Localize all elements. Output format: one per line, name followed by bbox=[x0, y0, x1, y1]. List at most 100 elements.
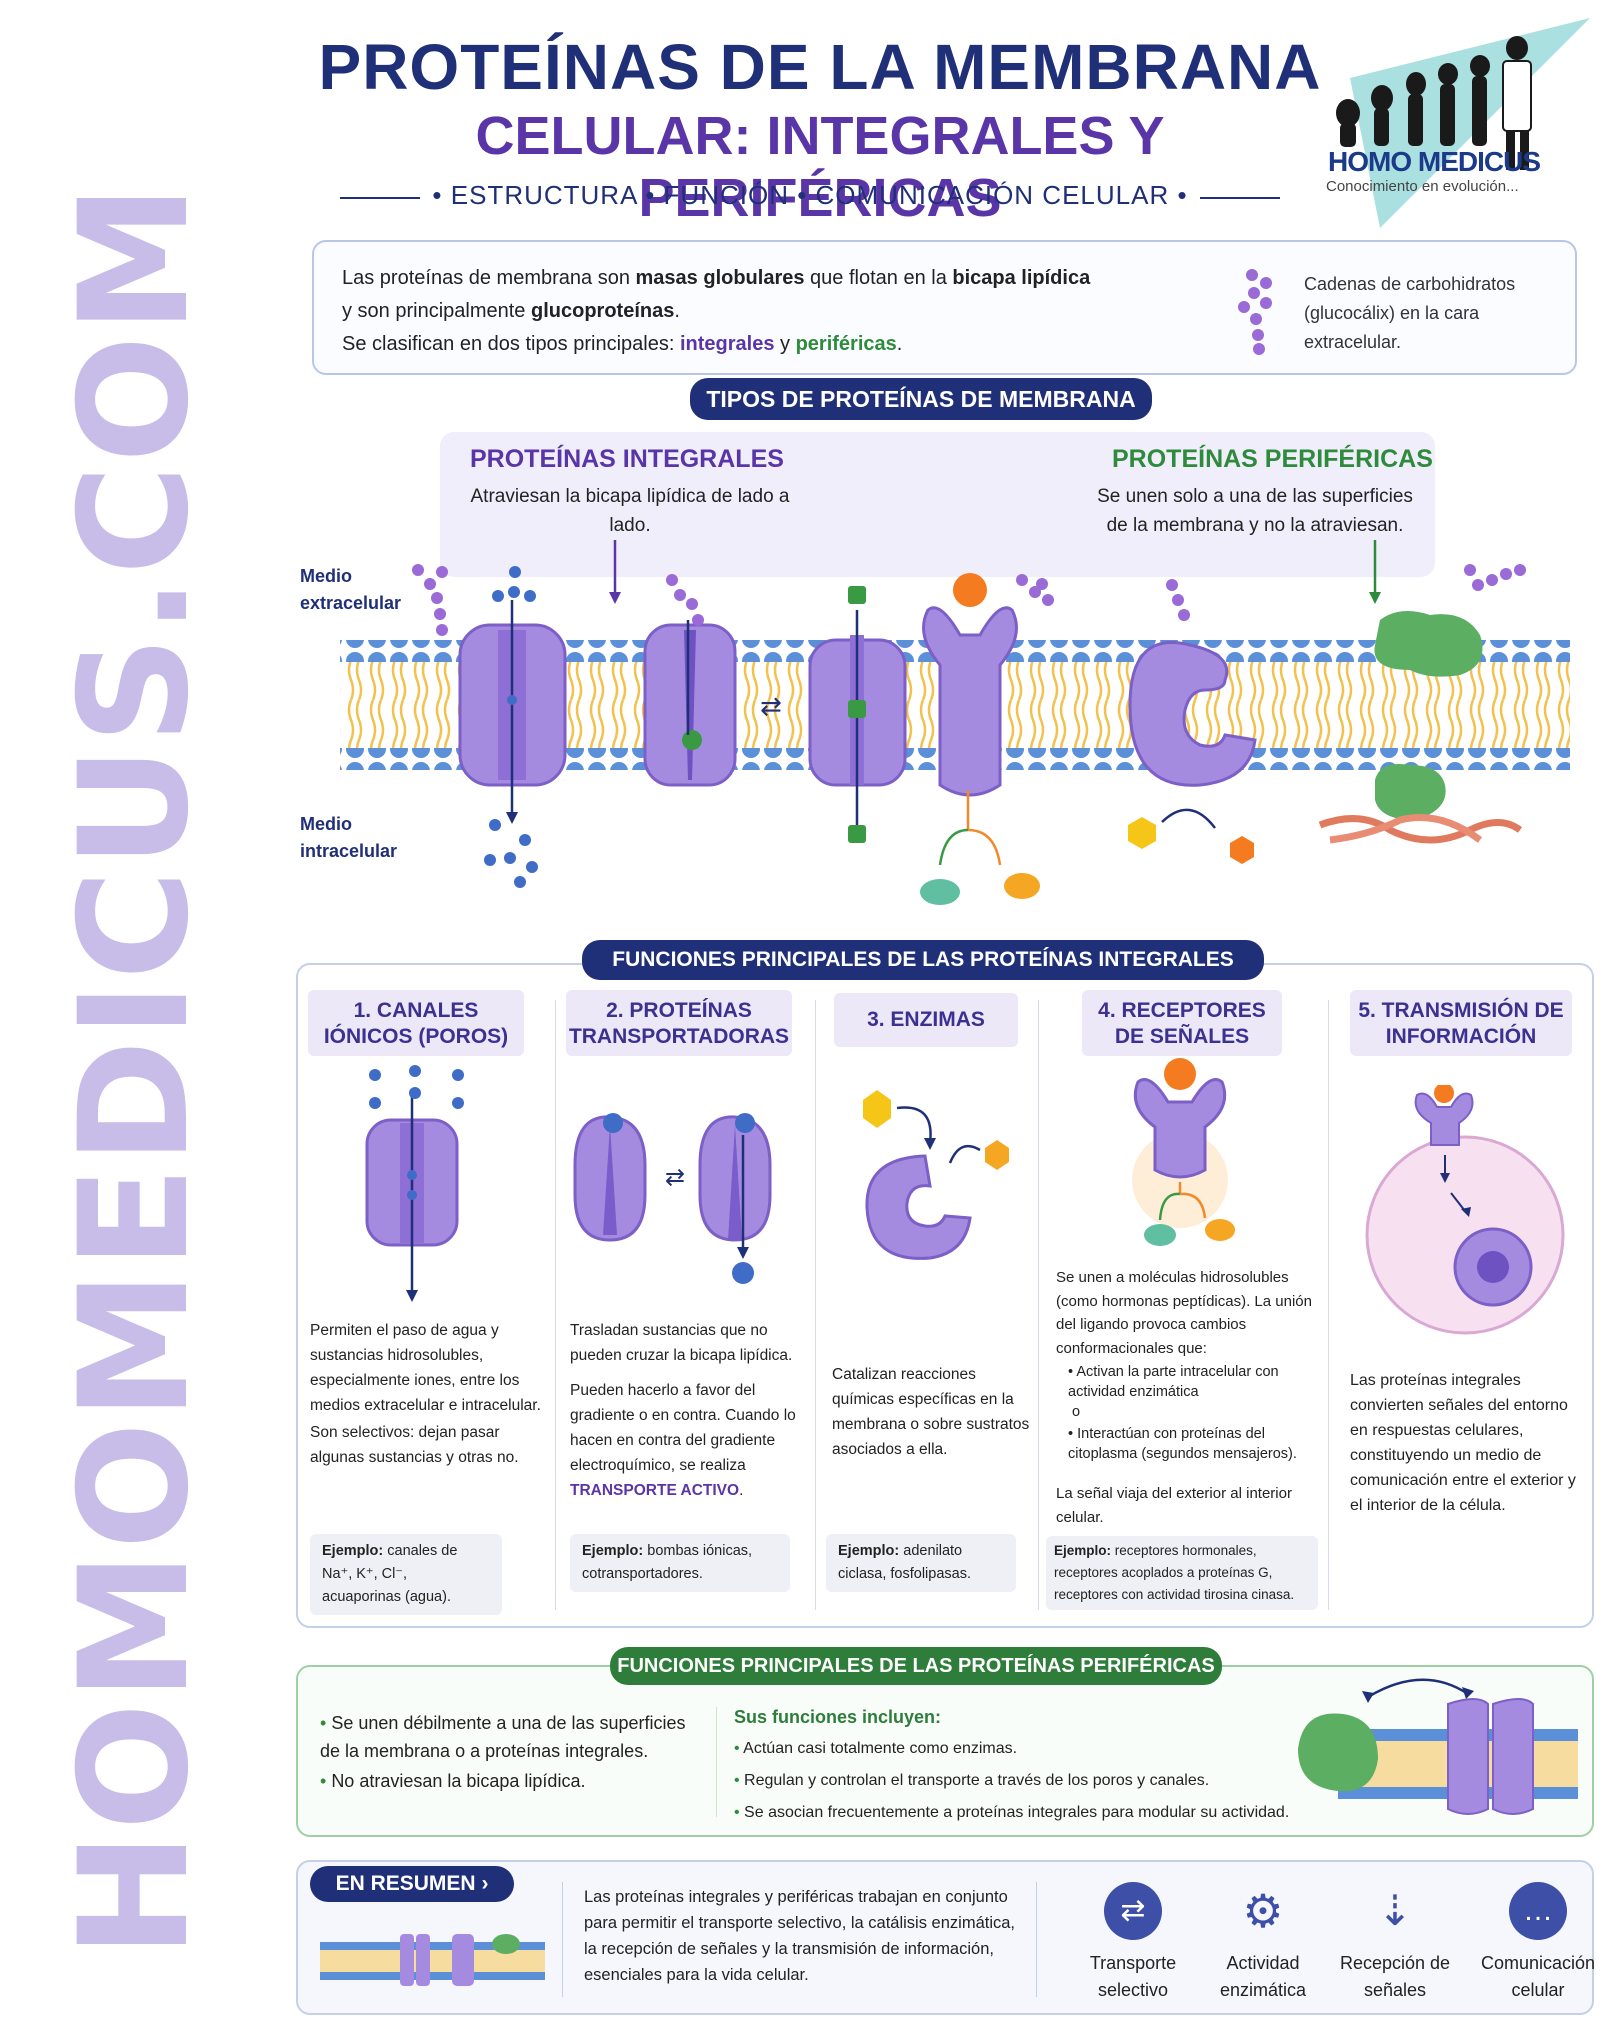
mini-membrane-icon bbox=[320, 1934, 545, 1986]
glycan-branch bbox=[1016, 574, 1054, 606]
integral-functions-banner: FUNCIONES PRINCIPALES DE LAS PROTEÍNAS I… bbox=[582, 940, 1264, 980]
transport-text-end: . bbox=[739, 1482, 744, 1499]
glycocalyx-note: Cadenas de carbohidratos (glucocálix) en… bbox=[1304, 274, 1516, 352]
intro-text: Se clasifican en dos tipos principales: bbox=[342, 333, 680, 355]
column-separator bbox=[555, 1000, 556, 1610]
intro-line2: y son principalmente glucoproteínas. bbox=[342, 295, 1202, 328]
summary-item-label: Transporte selectivo bbox=[1089, 1953, 1177, 2000]
col-receptors-text2: La señal viaja del exterior al interior … bbox=[1056, 1485, 1292, 1526]
exchange-arrows-icon: ⇄ bbox=[760, 692, 782, 722]
col-ion-channels-text2: Son selectivos: dejan pasar algunas sust… bbox=[310, 1424, 519, 1466]
example-label: Ejemplo: bbox=[1054, 1543, 1112, 1558]
intro-text: y son principalmente bbox=[342, 300, 531, 322]
col-information-text: Las proteínas integrales convierten seña… bbox=[1350, 1372, 1576, 1514]
transport-text: Pueden hacerlo a favor del gradiente o e… bbox=[570, 1382, 796, 1474]
types-header-bg bbox=[440, 432, 1435, 577]
integral-description: Atraviesan la bicapa lipídica de lado a … bbox=[470, 486, 790, 536]
example-label: Ejemplo: bbox=[838, 1543, 900, 1559]
summary-item-communication: … Comunicación celular bbox=[1468, 1882, 1608, 2004]
extracellular-label: Medio extracelular bbox=[300, 566, 402, 613]
ion-channel-illustration bbox=[365, 1065, 464, 1302]
col-enzymes-head: 3. ENZIMAS bbox=[834, 993, 1018, 1047]
chevron-right-icon: › bbox=[481, 1872, 489, 1895]
peripheral-description: Se unen solo a una de las superficies de… bbox=[1097, 486, 1413, 536]
peripheral-right-text: Actúan casi totalmente como enzimas. bbox=[743, 1740, 1018, 1757]
peripheral-functions-panel: • Se unen débilmente a una de las superf… bbox=[296, 1665, 1594, 1837]
enzyme-illustration bbox=[863, 1090, 1009, 1260]
intro-perifericas: periféricas bbox=[795, 333, 897, 355]
types-banner: TIPOS DE PROTEÍNAS DE MEMBRANA bbox=[690, 378, 1152, 420]
column-separator bbox=[1328, 1000, 1329, 1610]
carbohydrate-chain-icon bbox=[1238, 269, 1272, 355]
peripheral-right-bullet1: • Actúan casi totalmente como enzimas. bbox=[734, 1740, 1018, 1757]
col-ion-channels-text1: Permiten el paso de agua y sustancias hi… bbox=[310, 1322, 541, 1414]
summary-item-enzymatic: ⚙ Actividad enzimática bbox=[1198, 1882, 1328, 2004]
col-receptors-head: 4. RECEPTORES DE SEÑALES bbox=[1082, 990, 1282, 1056]
peripheral-protein-inner bbox=[1318, 764, 1523, 844]
peripheral-divider bbox=[716, 1707, 717, 1817]
gear-icon: ⚙ bbox=[1242, 1885, 1284, 1937]
ion-channel-protein bbox=[458, 566, 567, 888]
intro-text: Las proteínas de membrana son bbox=[342, 267, 636, 289]
peripheral-binding-illustration bbox=[1298, 1678, 1578, 1815]
peripheral-right-text: Se asocian frecuentemente a proteínas in… bbox=[744, 1804, 1290, 1821]
col-transporters-text1: Trasladan sustancias que no pueden cruza… bbox=[570, 1322, 793, 1364]
intracellular-label: Medio intracelular bbox=[300, 814, 398, 861]
peripheral-left-bullet2: • No atraviesan la bicapa lipídica. bbox=[320, 1771, 586, 1791]
intro-line3: Se clasifican en dos tipos principales: … bbox=[342, 328, 1202, 361]
peripheral-heading: Sus funciones incluyen: bbox=[734, 1707, 942, 1727]
watermark-text: HOMOMEDICUS.COM bbox=[48, 182, 222, 1958]
col-receptors-bullet1: • Activan la parte intracelular con acti… bbox=[1068, 1364, 1279, 1400]
logo-name: HOMO MEDICUS bbox=[1328, 146, 1541, 177]
summary-divider bbox=[562, 1882, 563, 1997]
summary-item-transport: ⇄ Transporte selectivo bbox=[1068, 1882, 1198, 2004]
intro-box: Las proteínas de membrana son masas glob… bbox=[312, 240, 1577, 375]
column-separator bbox=[1038, 1000, 1039, 1610]
intro-highlight: glucoproteínas bbox=[530, 300, 675, 322]
column-separator bbox=[815, 1000, 816, 1610]
evolution-logo-icon bbox=[1336, 18, 1590, 228]
page-title-line2: CELULAR: INTEGRALES Y PERIFÉRICAS bbox=[475, 106, 1165, 228]
peripheral-left-bullet1: • Se unen débilmente a una de las superf… bbox=[320, 1713, 686, 1761]
peripheral-protein-outer bbox=[1374, 611, 1483, 677]
col-receptors-or: o bbox=[1072, 1404, 1081, 1420]
col-enzymes-text: Catalizan reacciones químicas específica… bbox=[832, 1366, 1030, 1458]
peripheral-right-text: Regulan y controlan el transporte a trav… bbox=[744, 1772, 1210, 1789]
summary-panel: EN RESUMEN › Las proteínas integrales y … bbox=[296, 1860, 1595, 2015]
example-text: receptores hormonales, receptores acopla… bbox=[1054, 1543, 1295, 1602]
glycan-branch bbox=[666, 574, 704, 626]
receptor-illustration bbox=[1132, 1058, 1235, 1246]
summary-text: Las proteínas integrales y periféricas t… bbox=[584, 1888, 1016, 1984]
col-transporters-example: Ejemplo: bombas iónicas, cotransportador… bbox=[570, 1534, 790, 1592]
intro-highlight: bicapa lipídica bbox=[952, 267, 1091, 289]
transporte-activo: TRANSPORTE ACTIVO bbox=[570, 1482, 740, 1499]
col-information-head: 5. TRANSMISIÓN DE INFORMACIÓN bbox=[1350, 990, 1572, 1056]
transporter-protein bbox=[643, 620, 737, 787]
intro-text: y bbox=[774, 333, 796, 355]
summary-divider bbox=[1036, 1882, 1037, 1997]
receptor-bullet-text: Interactúan con proteínas del citoplasma… bbox=[1068, 1426, 1297, 1462]
intro-text: . bbox=[674, 300, 680, 322]
membrane-diagram: ⇄ bbox=[340, 540, 1570, 905]
arrows-exchange-icon: ⇄ bbox=[1104, 1882, 1162, 1940]
example-label: Ejemplo: bbox=[582, 1543, 644, 1559]
peripheral-title: PROTEÍNAS PERIFÉRICAS bbox=[1112, 445, 1433, 473]
logo-tagline: Conocimiento en evolución... bbox=[1326, 178, 1519, 195]
page-subtitle: • ESTRUCTURA • FUNCIÓN • COMUNICACIÓN CE… bbox=[340, 180, 1280, 211]
example-label: Ejemplo: bbox=[322, 1543, 384, 1559]
col-receptors-example: Ejemplo: receptores hormonales, receptor… bbox=[1046, 1536, 1318, 1610]
homo-medicus-logo: HOMO MEDICUS Conocimiento en evolución..… bbox=[1320, 18, 1610, 238]
intro-text: . bbox=[896, 333, 903, 355]
summary-item-label: Recepción de señales bbox=[1339, 1953, 1451, 2000]
summary-item-label: Actividad enzimática bbox=[1219, 1953, 1307, 2000]
peripheral-right-bullet2: • Regulan y controlan el transporte a tr… bbox=[734, 1772, 1210, 1789]
glycan-branch bbox=[1166, 579, 1190, 621]
peripheral-left-text: No atraviesan la bicapa lipídica. bbox=[331, 1771, 586, 1791]
example-text: bombas iónicas, cotransportadores. bbox=[582, 1543, 753, 1582]
col-transporters-text2: Pueden hacerlo a favor del gradiente o e… bbox=[570, 1378, 806, 1503]
transporter-protein-open bbox=[808, 586, 907, 843]
transporter-illustration: ⇄ bbox=[573, 1113, 772, 1284]
summary-item-label: Comunicación celular bbox=[1480, 1953, 1596, 2000]
glycan-branch bbox=[1464, 564, 1526, 591]
col-transporters-head: 2. PROTEÍNAS TRANSPORTADORAS bbox=[566, 990, 792, 1056]
